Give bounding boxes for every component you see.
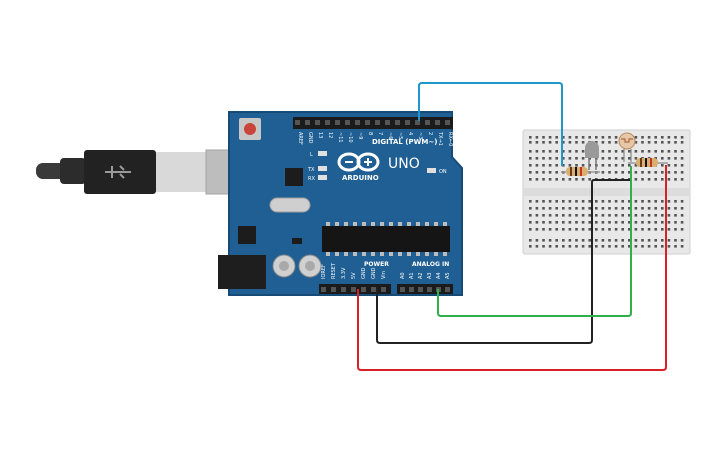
analog-pin-label: A4 bbox=[436, 272, 442, 279]
wire-blue[interactable] bbox=[418, 82, 563, 166]
led-on-label: ON bbox=[439, 169, 447, 175]
digital-pin-label: 12 bbox=[327, 132, 333, 138]
led-l-label: L bbox=[310, 152, 313, 158]
model-label: UNO bbox=[388, 156, 420, 172]
digital-pin-label: 7 bbox=[377, 132, 383, 135]
digital-pin-label: ~6 bbox=[387, 132, 393, 139]
analog-header-label: ANALOG IN bbox=[412, 261, 449, 268]
power-header-label: POWER bbox=[364, 261, 389, 268]
regulator bbox=[238, 226, 256, 244]
brand-label: ARDUINO bbox=[342, 174, 379, 182]
digital-header bbox=[293, 117, 453, 129]
analog-pin-label: A0 bbox=[400, 272, 406, 279]
wire-red[interactable] bbox=[357, 165, 667, 371]
digital-pin-label: ~9 bbox=[357, 132, 363, 139]
digital-pin-label: GND bbox=[307, 132, 313, 144]
digital-pin-label: TX→1 bbox=[437, 131, 443, 146]
power-pin-label: GND bbox=[361, 267, 367, 279]
usb-chip bbox=[285, 168, 303, 186]
arduino-board: AREF GND 13 12 ~11 ~10 ~9 8 7 ~6 ~5 4 ~3 2 TX→1 RX←0 DI… bbox=[218, 111, 463, 296]
digital-pin-label: ~5 bbox=[397, 132, 403, 139]
digital-pin-label: ~10 bbox=[347, 132, 353, 143]
analog-pin-label: A5 bbox=[445, 272, 451, 279]
photoresistor bbox=[618, 132, 636, 162]
wire-green[interactable] bbox=[437, 166, 632, 317]
power-pin-label: 3.3V bbox=[341, 267, 347, 279]
led-tx-label: TX bbox=[307, 167, 315, 173]
led-rx-label: RX bbox=[308, 176, 315, 182]
wire-black[interactable] bbox=[376, 179, 630, 344]
digital-pin-label: 13 bbox=[317, 132, 323, 138]
power-pin-label: 5V bbox=[351, 272, 357, 279]
power-jack bbox=[218, 255, 266, 289]
digital-pin-label: ~11 bbox=[337, 132, 343, 143]
crystal bbox=[269, 197, 311, 213]
digital-pin-label: 4 bbox=[407, 132, 413, 135]
atmega-chip bbox=[322, 226, 450, 252]
digital-pin-label: ~3 bbox=[417, 132, 423, 139]
digital-header-label: DIGITAL (PWM~) bbox=[372, 138, 437, 146]
digital-pin-label: AREF bbox=[297, 132, 303, 145]
usb-icon bbox=[105, 165, 131, 179]
analog-pin-label: A1 bbox=[409, 272, 415, 279]
power-pin-label: GND bbox=[371, 267, 377, 279]
power-pin-label: Vin bbox=[381, 271, 387, 279]
arduino-logo bbox=[337, 152, 380, 172]
analog-header bbox=[397, 284, 453, 294]
power-pin-labels: IOREF RESET 3.3V 5V GND GND Vin bbox=[321, 262, 387, 292]
digital-pin-label: 8 bbox=[367, 132, 373, 135]
resistor bbox=[561, 167, 600, 176]
power-pin-label: IOREF bbox=[321, 264, 327, 279]
led-component bbox=[585, 141, 599, 170]
analog-pin-label: A3 bbox=[427, 272, 433, 279]
resistor bbox=[628, 158, 668, 167]
digital-pin-labels: AREF GND 13 12 ~11 ~10 ~9 8 7 ~6 ~5 4 ~3 2 TX→1 RX←0 bbox=[295, 120, 453, 146]
digital-pin-label: 2 bbox=[427, 132, 433, 135]
breadboard bbox=[522, 129, 691, 255]
power-pin-label: RESET bbox=[331, 262, 337, 279]
analog-pin-label: A2 bbox=[418, 272, 424, 279]
digital-pin-label: RX←0 bbox=[447, 132, 453, 146]
